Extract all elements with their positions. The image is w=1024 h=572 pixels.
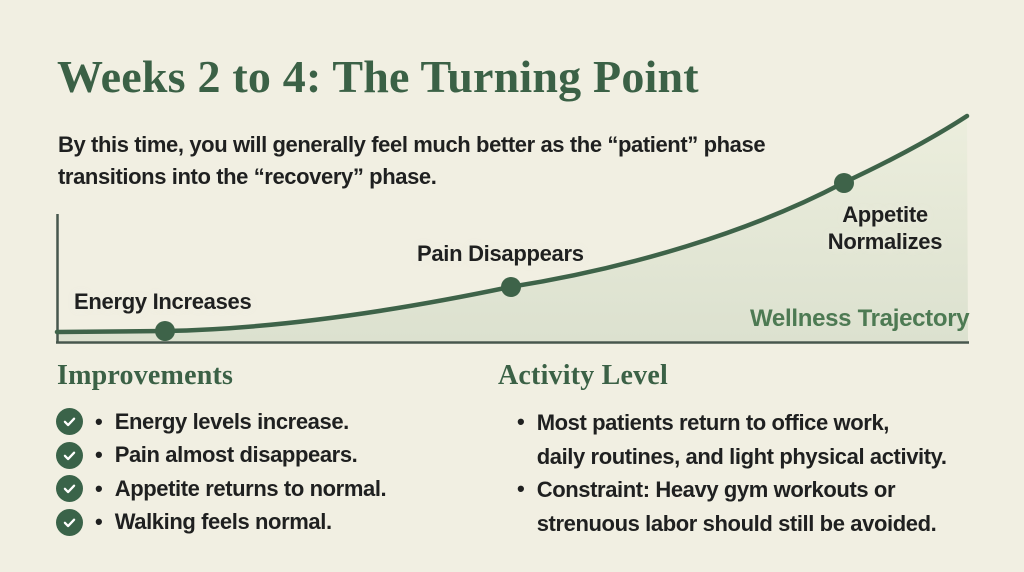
activity-line: Constraint: Heavy gym workouts or <box>536 477 896 502</box>
bullet-icon: • <box>95 509 103 535</box>
milestone-dot-energy <box>155 321 175 341</box>
page-title: Weeks 2 to 4: The Turning Point <box>57 51 699 102</box>
subtitle-line-1: By this time, you will generally feel mu… <box>58 132 766 157</box>
activity-line: daily routines, and light physical activ… <box>536 443 947 469</box>
check-circle-icon <box>56 508 83 536</box>
milestone-dot-pain <box>501 277 521 297</box>
subtitle: By this time, you will generally feel mu… <box>58 129 766 193</box>
milestone-label-pain: Pain Disappears <box>417 241 584 266</box>
bullet-icon: • <box>95 442 103 468</box>
activity-text: Constraint: Heavy gym workouts or strenu… <box>537 473 937 540</box>
bullet-icon: • <box>517 409 525 434</box>
activity-list: • Most patients return to office work, d… <box>517 406 947 540</box>
improvements-list: • Energy levels increase. • Pain almost … <box>56 405 387 540</box>
improvement-text: Walking feels normal. <box>114 509 332 535</box>
list-item: • Most patients return to office work, d… <box>517 406 947 473</box>
bullet-icon: • <box>95 408 103 434</box>
subtitle-line-2: transitions into the “recovery” phase. <box>58 164 437 189</box>
list-item: • Energy levels increase. <box>56 405 386 439</box>
activity-line: Most patients return to office work, <box>536 410 890 435</box>
check-circle-icon <box>56 441 83 469</box>
improvement-text: Energy levels increase. <box>114 408 350 434</box>
bullet-icon: • <box>95 475 103 501</box>
improvement-text: Appetite returns to normal. <box>114 475 387 501</box>
check-circle-icon <box>56 475 83 503</box>
activity-text: Most patients return to office work, dai… <box>537 406 947 473</box>
improvements-heading: Improvements <box>57 360 234 391</box>
milestone-dot-appetite <box>834 173 854 193</box>
list-item: • Pain almost disappears. <box>56 439 386 473</box>
activity-line: strenuous labor should still be avoided. <box>536 510 937 536</box>
list-item: • Constraint: Heavy gym workouts or stre… <box>517 473 947 540</box>
activity-heading: Activity Level <box>498 360 668 391</box>
list-item: • Walking feels normal. <box>56 506 386 540</box>
list-item: • Appetite returns to normal. <box>56 472 387 506</box>
milestone-label-appetite: Appetite Normalizes <box>827 202 943 254</box>
milestone-label-energy: Energy Increases <box>74 289 252 314</box>
trajectory-label: Wellness Trajectory <box>750 305 970 332</box>
trajectory-area-fill <box>57 116 968 341</box>
bullet-icon: • <box>517 476 525 501</box>
check-circle-icon <box>56 408 83 436</box>
improvement-text: Pain almost disappears. <box>114 442 358 468</box>
